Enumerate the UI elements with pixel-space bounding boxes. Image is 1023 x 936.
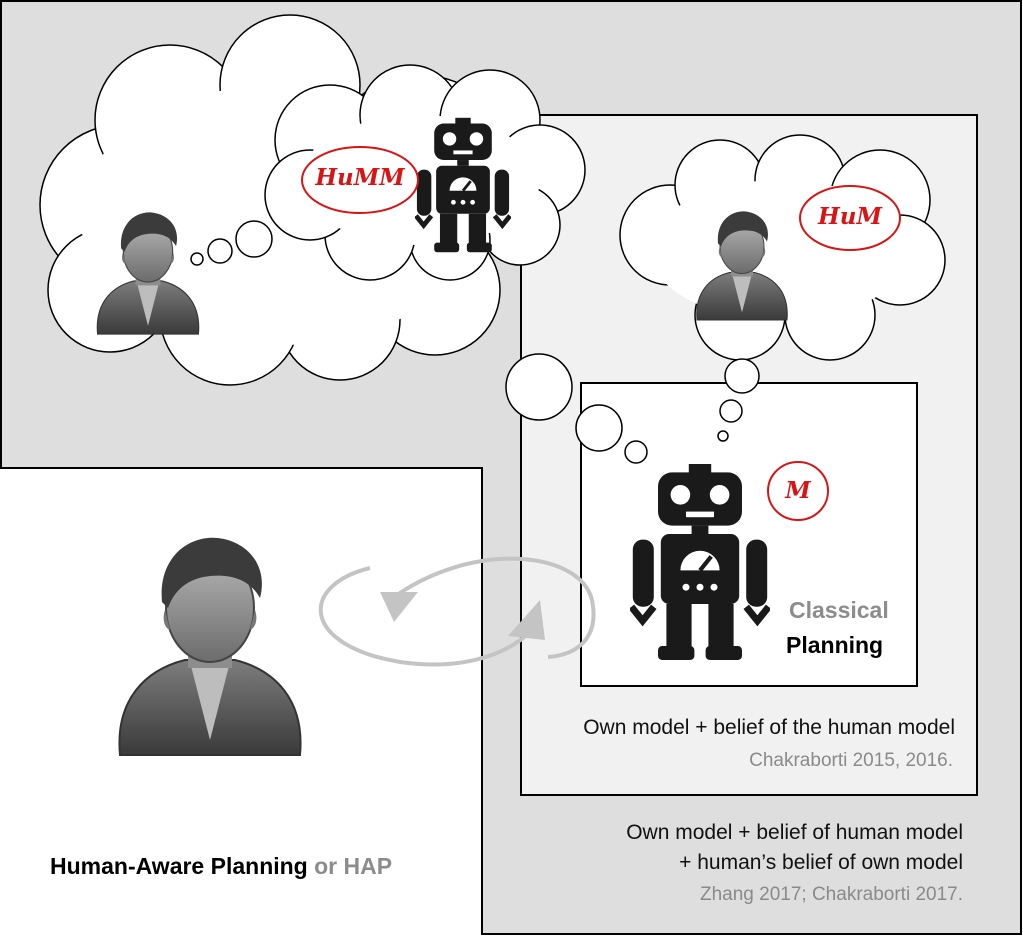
m-model-label: M	[785, 477, 811, 504]
humm-ellipse	[301, 146, 419, 214]
planning-label: Planning	[786, 632, 884, 658]
level2-caption-line2: + human’s belief of own model	[679, 851, 963, 874]
middle-thought-bubbles	[717, 358, 760, 442]
outer-thought-bubbles	[505, 353, 648, 464]
human-avatar-icon	[118, 536, 302, 757]
hap-title-bold: Human-Aware Planning	[50, 853, 308, 879]
level1-caption: Own model + belief of the human model	[583, 716, 955, 739]
nested-thought-bubbles	[190, 220, 273, 266]
classical-label: Classical	[789, 597, 889, 623]
interaction-cycle-arrows-icon	[318, 556, 596, 667]
m-ellipse	[767, 461, 829, 521]
cycle-arrowhead-left	[380, 592, 418, 622]
level2-caption-line1: Own model + belief of human model	[626, 821, 963, 844]
level1-citation: Chakraborti 2015, 2016.	[749, 750, 953, 771]
hum-model-label: HuM	[818, 203, 882, 230]
hum-ellipse	[799, 185, 901, 251]
classical-planning-panel	[580, 382, 918, 687]
cycle-arrowhead-right	[508, 600, 545, 640]
hap-title-suffix: or HAP	[307, 853, 393, 879]
humm-model-label: HuMM	[315, 164, 405, 191]
level2-citation: Zhang 2017; Chakraborti 2017.	[699, 884, 963, 905]
hap-title: Human-Aware Planning or HAP	[50, 853, 392, 880]
